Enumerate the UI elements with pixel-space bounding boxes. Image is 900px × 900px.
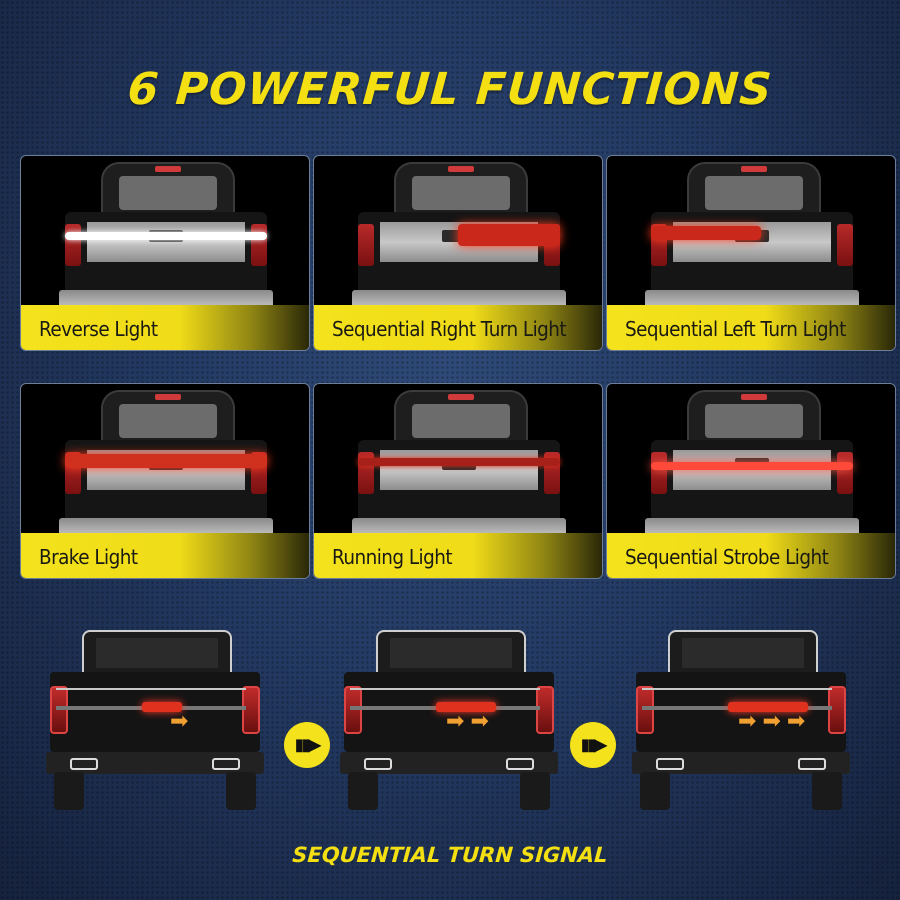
function-panel-right-turn: Sequential Right Turn Light xyxy=(313,155,603,351)
label-bar: Running Light xyxy=(314,533,602,578)
truck-image xyxy=(338,162,580,312)
function-label: Brake Light xyxy=(39,545,138,569)
turn-arrows: ➡ ➡ ➡ xyxy=(738,710,805,732)
right-turn-strip xyxy=(458,224,560,246)
label-bar: Sequential Right Turn Light xyxy=(314,305,602,350)
truck-image xyxy=(45,162,287,312)
function-panel-brake: Brake Light xyxy=(20,383,310,579)
sequence-title: SEQUENTIAL TURN SIGNAL xyxy=(291,843,609,867)
function-label: Running Light xyxy=(332,545,453,569)
function-panel-left-turn: Sequential Left Turn Light xyxy=(606,155,896,351)
orange-right-arrow-icon: ➡ xyxy=(170,708,189,733)
truck-image xyxy=(338,390,580,540)
sequence-step-1-truck: ➡ xyxy=(46,630,264,810)
reverse-light-strip xyxy=(65,232,267,240)
truck-image xyxy=(45,390,287,540)
function-label: Sequential Left Turn Light xyxy=(625,317,846,341)
orange-right-arrow-icon: ➡ xyxy=(738,708,757,733)
brake-light-strip xyxy=(65,454,267,468)
strobe-light-strip xyxy=(651,462,853,470)
truck-image xyxy=(631,162,873,312)
orange-right-arrow-icon: ➡ xyxy=(470,708,489,733)
label-bar: Sequential Left Turn Light xyxy=(607,305,895,350)
label-bar: Sequential Strobe Light xyxy=(607,533,895,578)
function-panel-running: Running Light xyxy=(313,383,603,579)
function-panel-reverse: Reverse Light xyxy=(20,155,310,351)
turn-arrows: ➡ xyxy=(170,710,188,732)
sequence-step-3-truck: ➡ ➡ ➡ xyxy=(632,630,850,810)
running-light-strip xyxy=(358,458,560,466)
function-label: Reverse Light xyxy=(39,317,158,341)
next-step-arrow-icon: ▮▮▶ xyxy=(284,722,330,768)
sequence-step-2-truck: ➡ ➡ xyxy=(340,630,558,810)
orange-right-arrow-icon: ➡ xyxy=(786,708,806,733)
next-step-arrow-icon: ▮▮▶ xyxy=(570,722,616,768)
function-label: Sequential Strobe Light xyxy=(625,545,829,569)
orange-right-arrow-icon: ➡ xyxy=(762,708,781,733)
left-turn-strip xyxy=(651,226,761,240)
orange-right-arrow-icon: ➡ xyxy=(446,708,465,733)
label-bar: Brake Light xyxy=(21,533,309,578)
page-title: 6 POWERFUL FUNCTIONS xyxy=(126,64,774,115)
turn-arrows: ➡ ➡ xyxy=(446,710,489,732)
function-label: Sequential Right Turn Light xyxy=(332,317,567,341)
function-panel-strobe: Sequential Strobe Light xyxy=(606,383,896,579)
truck-image xyxy=(631,390,873,540)
label-bar: Reverse Light xyxy=(21,305,309,350)
